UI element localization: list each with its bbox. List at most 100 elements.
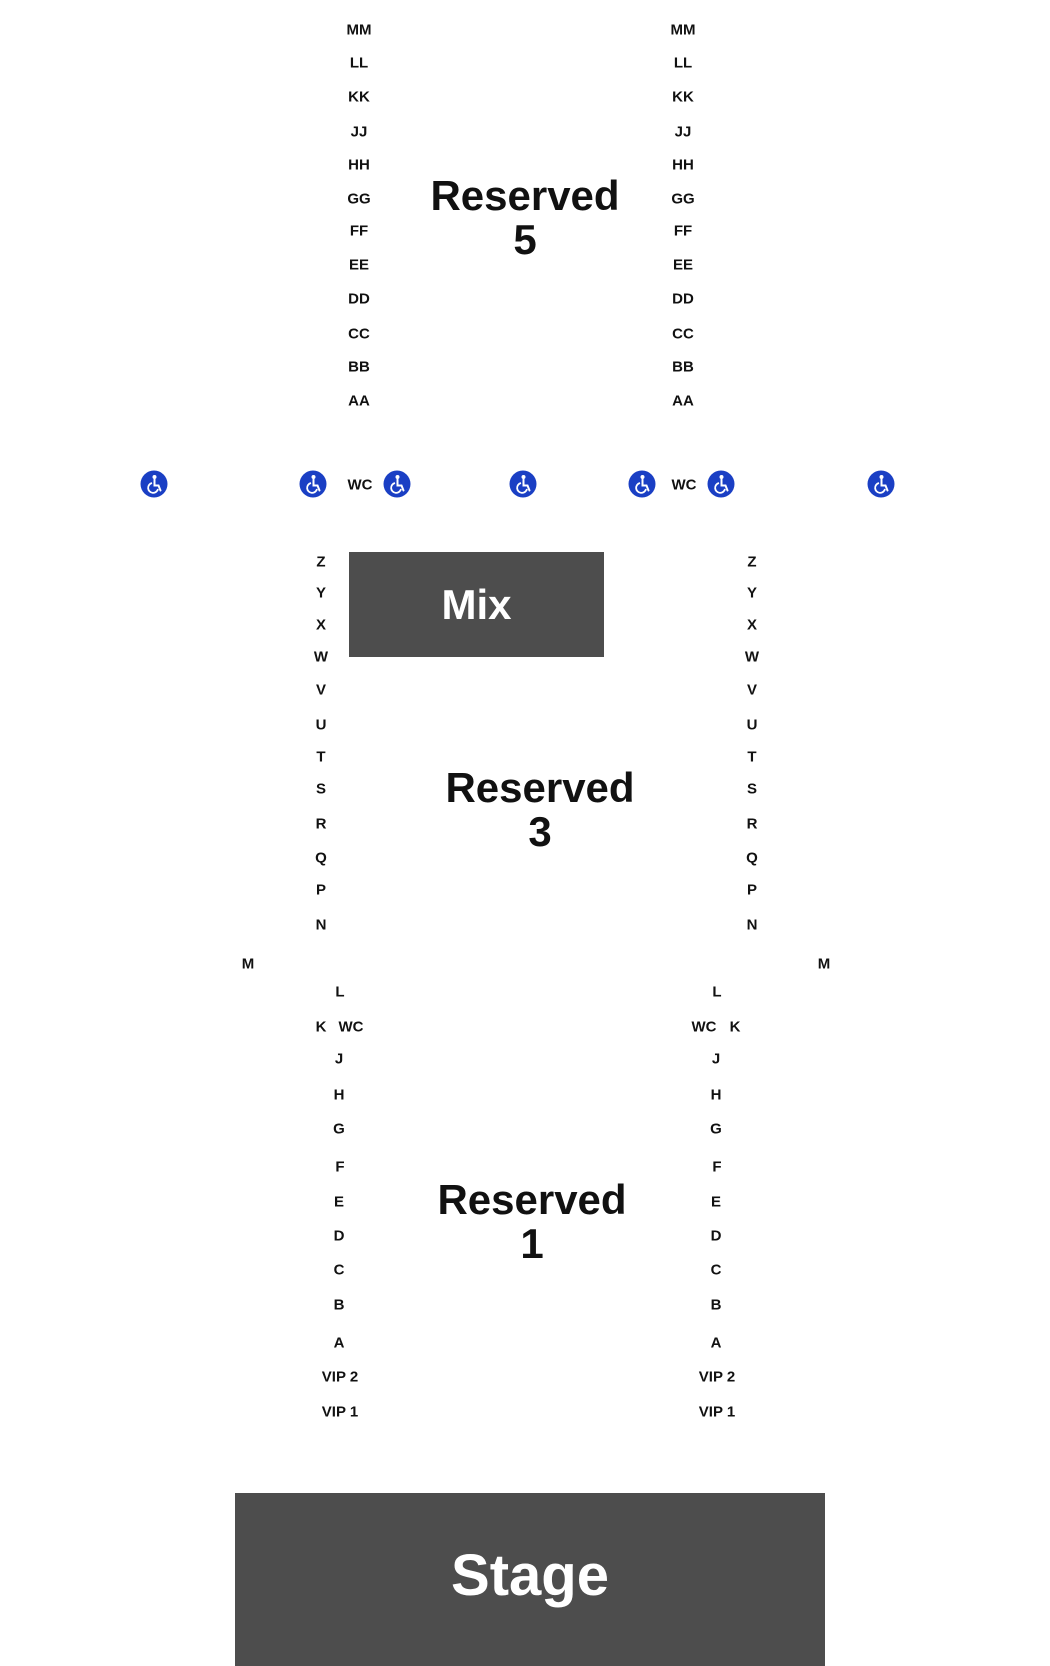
row-label[interactable]: A bbox=[710, 1334, 722, 1352]
row-label[interactable]: Z bbox=[316, 553, 326, 571]
row-label[interactable]: GG bbox=[671, 190, 695, 208]
wc-label[interactable]: WC bbox=[347, 476, 373, 494]
row-label[interactable]: MM bbox=[670, 21, 696, 39]
row-label[interactable]: B bbox=[710, 1296, 722, 1314]
row-label[interactable]: K bbox=[729, 1018, 741, 1036]
row-label[interactable]: H bbox=[333, 1086, 345, 1104]
row-label[interactable]: BB bbox=[348, 358, 370, 376]
row-label[interactable]: CC bbox=[348, 325, 370, 343]
row-label[interactable]: DD bbox=[348, 290, 370, 308]
row-label[interactable]: J bbox=[711, 1050, 721, 1068]
row-label[interactable]: X bbox=[746, 616, 758, 634]
row-label[interactable]: EE bbox=[348, 256, 370, 274]
row-label[interactable]: W bbox=[313, 648, 329, 666]
row-label[interactable]: P bbox=[746, 881, 758, 899]
row-label[interactable]: Z bbox=[747, 553, 757, 571]
row-label[interactable]: JJ bbox=[350, 123, 368, 141]
row-label[interactable]: B bbox=[333, 1296, 345, 1314]
section-title-reserved-1[interactable]: Reserved 1 bbox=[437, 1178, 626, 1266]
wc-label[interactable]: WC bbox=[691, 1018, 717, 1036]
row-label[interactable]: AA bbox=[672, 392, 694, 410]
row-label[interactable]: L bbox=[712, 983, 722, 1001]
row-label-m-right[interactable]: M bbox=[817, 955, 831, 973]
row-label[interactable]: T bbox=[316, 748, 326, 766]
row-label[interactable]: KK bbox=[348, 88, 370, 106]
row-label[interactable]: U bbox=[315, 716, 327, 734]
row-label[interactable]: D bbox=[710, 1227, 722, 1245]
row-label[interactable]: HH bbox=[672, 156, 694, 174]
row-label[interactable]: L bbox=[335, 983, 345, 1001]
row-label[interactable]: GG bbox=[347, 190, 371, 208]
wheelchair-accessible-icon[interactable] bbox=[628, 470, 656, 498]
row-label[interactable]: P bbox=[315, 881, 327, 899]
row-label[interactable]: S bbox=[315, 780, 327, 798]
row-label[interactable]: V bbox=[315, 681, 327, 699]
row-label[interactable]: X bbox=[315, 616, 327, 634]
wheelchair-accessible-icon[interactable] bbox=[383, 470, 411, 498]
wheelchair-accessible-icon[interactable] bbox=[140, 470, 168, 498]
row-label[interactable]: DD bbox=[672, 290, 694, 308]
row-label[interactable]: E bbox=[333, 1193, 345, 1211]
row-label[interactable]: C bbox=[710, 1261, 722, 1279]
row-label[interactable]: Y bbox=[315, 584, 327, 602]
mix-booth: Mix bbox=[349, 552, 604, 657]
row-label[interactable]: CC bbox=[672, 325, 694, 343]
row-label[interactable]: LL bbox=[673, 54, 693, 72]
row-label[interactable]: E bbox=[710, 1193, 722, 1211]
row-label[interactable]: VIP 2 bbox=[321, 1368, 359, 1386]
row-label[interactable]: KK bbox=[672, 88, 694, 106]
row-label[interactable]: G bbox=[710, 1120, 722, 1138]
row-label[interactable]: H bbox=[710, 1086, 722, 1104]
row-label-m-left[interactable]: M bbox=[241, 955, 255, 973]
row-label[interactable]: F bbox=[712, 1158, 722, 1176]
row-label[interactable]: VIP 1 bbox=[321, 1403, 359, 1421]
mix-label: Mix bbox=[441, 580, 512, 628]
row-label[interactable]: HH bbox=[348, 156, 370, 174]
row-label[interactable]: T bbox=[747, 748, 757, 766]
row-label[interactable]: K bbox=[315, 1018, 327, 1036]
row-label[interactable]: V bbox=[746, 681, 758, 699]
wheelchair-accessible-icon[interactable] bbox=[299, 470, 327, 498]
row-label[interactable]: A bbox=[333, 1334, 345, 1352]
row-label[interactable]: VIP 1 bbox=[698, 1403, 736, 1421]
row-label[interactable]: G bbox=[333, 1120, 345, 1138]
row-label[interactable]: BB bbox=[672, 358, 694, 376]
row-label[interactable]: Y bbox=[746, 584, 758, 602]
row-label[interactable]: N bbox=[315, 916, 327, 934]
wc-label[interactable]: WC bbox=[671, 476, 697, 494]
row-label[interactable]: FF bbox=[349, 222, 369, 240]
wheelchair-accessible-icon[interactable] bbox=[509, 470, 537, 498]
row-label[interactable]: JJ bbox=[674, 123, 692, 141]
wc-label[interactable]: WC bbox=[338, 1018, 364, 1036]
row-label[interactable]: W bbox=[744, 648, 760, 666]
row-label[interactable]: S bbox=[746, 780, 758, 798]
section-name: Reserved bbox=[437, 1176, 627, 1223]
row-label[interactable]: R bbox=[746, 815, 758, 833]
row-label[interactable]: F bbox=[335, 1158, 345, 1176]
row-label[interactable]: D bbox=[333, 1227, 345, 1245]
section-title-reserved-5[interactable]: Reserved 5 bbox=[430, 174, 619, 262]
row-label[interactable]: Q bbox=[315, 849, 327, 867]
stage: Stage bbox=[235, 1493, 825, 1666]
section-number: 1 bbox=[520, 1220, 544, 1267]
row-label[interactable]: LL bbox=[349, 54, 369, 72]
section-name: Reserved bbox=[430, 172, 620, 219]
row-label[interactable]: C bbox=[333, 1261, 345, 1279]
wheelchair-accessible-icon[interactable] bbox=[707, 470, 735, 498]
row-label[interactable]: N bbox=[746, 916, 758, 934]
row-label[interactable]: FF bbox=[673, 222, 693, 240]
wheelchair-accessible-icon[interactable] bbox=[867, 470, 895, 498]
row-label[interactable]: EE bbox=[672, 256, 694, 274]
row-label[interactable]: J bbox=[334, 1050, 344, 1068]
row-label[interactable]: VIP 2 bbox=[698, 1368, 736, 1386]
section-name: Reserved bbox=[445, 764, 635, 811]
section-number: 5 bbox=[513, 216, 537, 263]
row-label[interactable]: MM bbox=[346, 21, 372, 39]
row-label[interactable]: R bbox=[315, 815, 327, 833]
row-label[interactable]: AA bbox=[348, 392, 370, 410]
row-label[interactable]: Q bbox=[746, 849, 758, 867]
row-label[interactable]: U bbox=[746, 716, 758, 734]
stage-label: Stage bbox=[451, 1543, 609, 1608]
section-title-reserved-3[interactable]: Reserved 3 bbox=[445, 766, 634, 854]
